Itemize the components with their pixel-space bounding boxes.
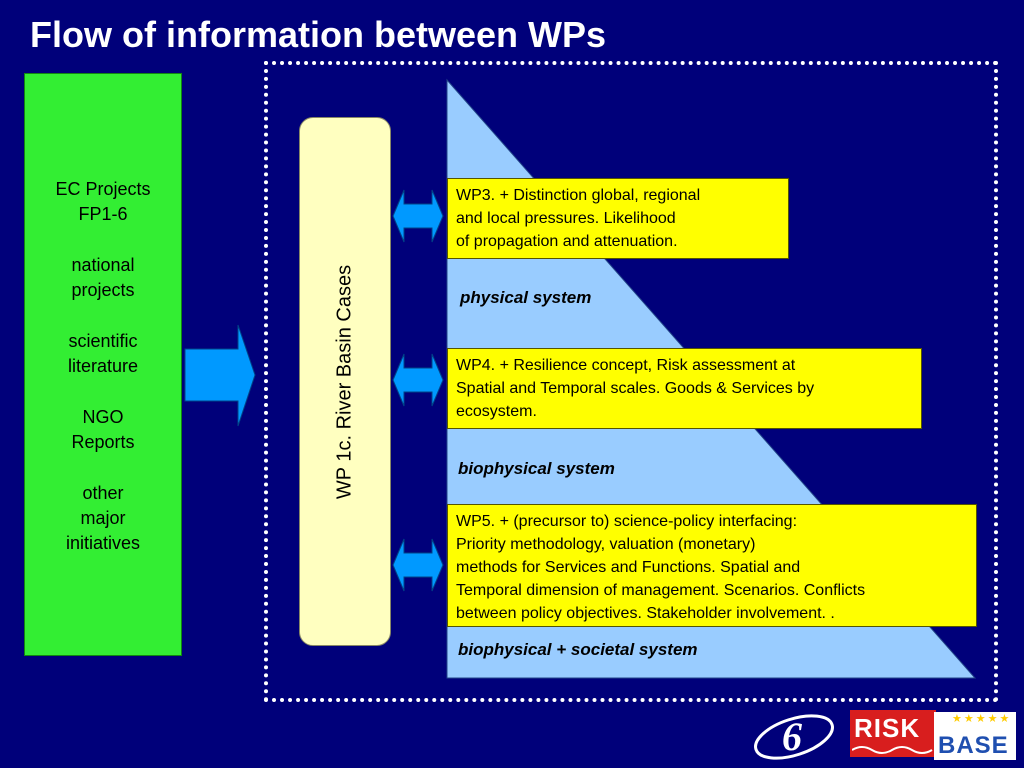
- biophysical-system-label: biophysical system: [458, 459, 615, 478]
- riskbase-logo: RISK ★★★★★ BASE: [850, 710, 1016, 760]
- river-basin-cases-box: WP 1c. River Basin Cases: [299, 117, 391, 646]
- physical-system-label: physical system: [460, 288, 592, 307]
- wp5-line: between policy objectives. Stakeholder i…: [456, 605, 835, 622]
- source-line: literature: [67, 356, 139, 376]
- wp4-line: WP4. + Resilience concept, Risk assessme…: [456, 357, 796, 374]
- wp3-line: and local pressures. Likelihood: [456, 210, 676, 227]
- wp-dotted-frame: [264, 61, 998, 702]
- societal-system-label: biophysical + societal system: [458, 640, 698, 659]
- wp5-line: methods for Services and Functions. Spat…: [456, 559, 801, 576]
- source-line: NGO: [82, 407, 124, 427]
- source-line: major: [80, 508, 126, 528]
- source-line: FP1-6: [78, 204, 128, 224]
- wp3-box: WP3. + Distinction global, regional and …: [447, 178, 789, 259]
- river-basin-label: WP 1c. River Basin Cases: [333, 264, 356, 499]
- risk-logo-text: RISK: [854, 713, 921, 743]
- fp6-logo-text: 6: [782, 714, 802, 759]
- wp3-line: WP3. + Distinction global, regional: [456, 187, 701, 204]
- base-logo-text: BASE: [938, 732, 1009, 759]
- source-line: Reports: [71, 432, 135, 452]
- source-line: scientific: [68, 331, 138, 351]
- wp5-line: Priority methodology, valuation (monetar…: [456, 536, 756, 553]
- source-line: initiatives: [65, 533, 141, 553]
- wp5-line: Temporal dimension of management. Scenar…: [456, 582, 866, 599]
- wp4-double-arrow: [392, 353, 444, 407]
- wp5-line: WP5. + (precursor to) science-policy int…: [456, 513, 798, 530]
- wp4-line: ecosystem.: [456, 403, 537, 420]
- slide-title: Flow of information between WPs: [30, 14, 606, 55]
- wave-icon: [852, 746, 933, 754]
- source-line: national: [71, 255, 135, 275]
- source-line: other: [82, 483, 124, 503]
- wp3-double-arrow: [392, 189, 444, 243]
- wp5-double-arrow: [392, 538, 444, 592]
- source-line: projects: [71, 280, 135, 300]
- wp4-box: WP4. + Resilience concept, Risk assessme…: [447, 348, 922, 429]
- input-arrow: [184, 324, 256, 427]
- risk-logo-block: RISK: [850, 710, 936, 757]
- information-sources-box: EC Projects FP1-6 national projects scie…: [24, 73, 182, 656]
- base-logo-block: ★★★★★ BASE: [934, 712, 1016, 760]
- wp4-line: Spatial and Temporal scales. Goods & Ser…: [456, 380, 815, 397]
- wp5-box: WP5. + (precursor to) science-policy int…: [447, 504, 977, 627]
- wp3-line: of propagation and attenuation.: [456, 233, 678, 250]
- fp6-logo: 6: [754, 714, 834, 760]
- source-line: EC Projects: [55, 179, 151, 199]
- eu-stars-icon: ★★★★★: [952, 713, 1012, 725]
